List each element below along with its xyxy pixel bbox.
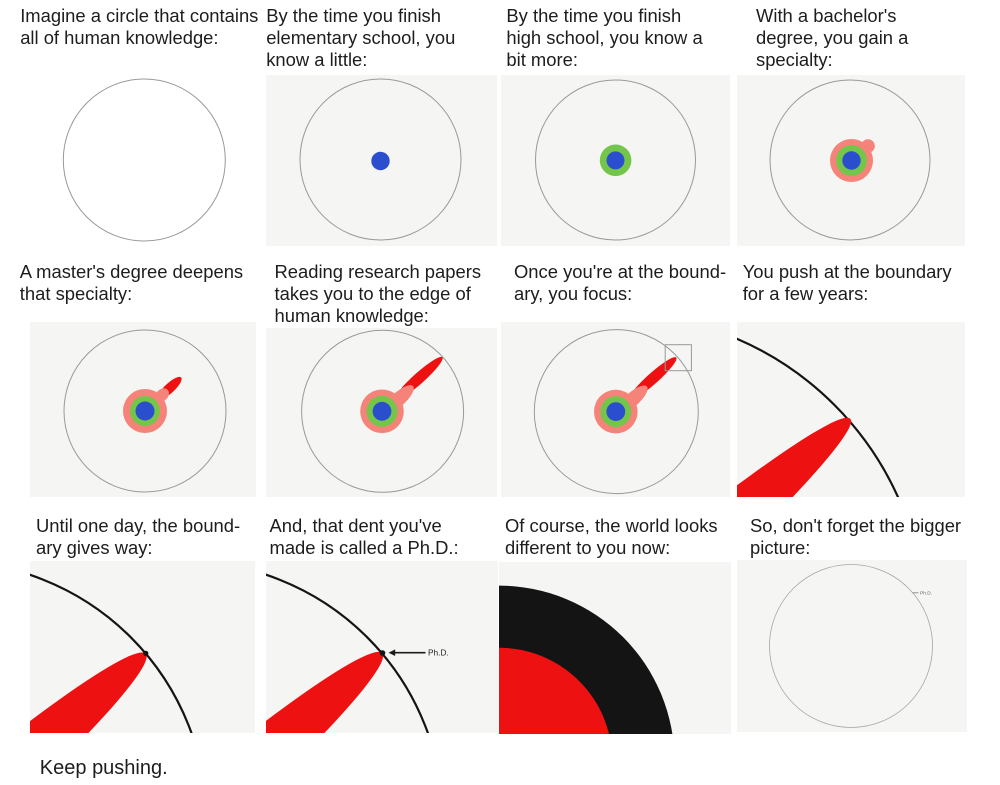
svg-text:Ph.D.: Ph.D. <box>428 648 449 658</box>
svg-text:Ph.D.: Ph.D. <box>920 591 932 597</box>
